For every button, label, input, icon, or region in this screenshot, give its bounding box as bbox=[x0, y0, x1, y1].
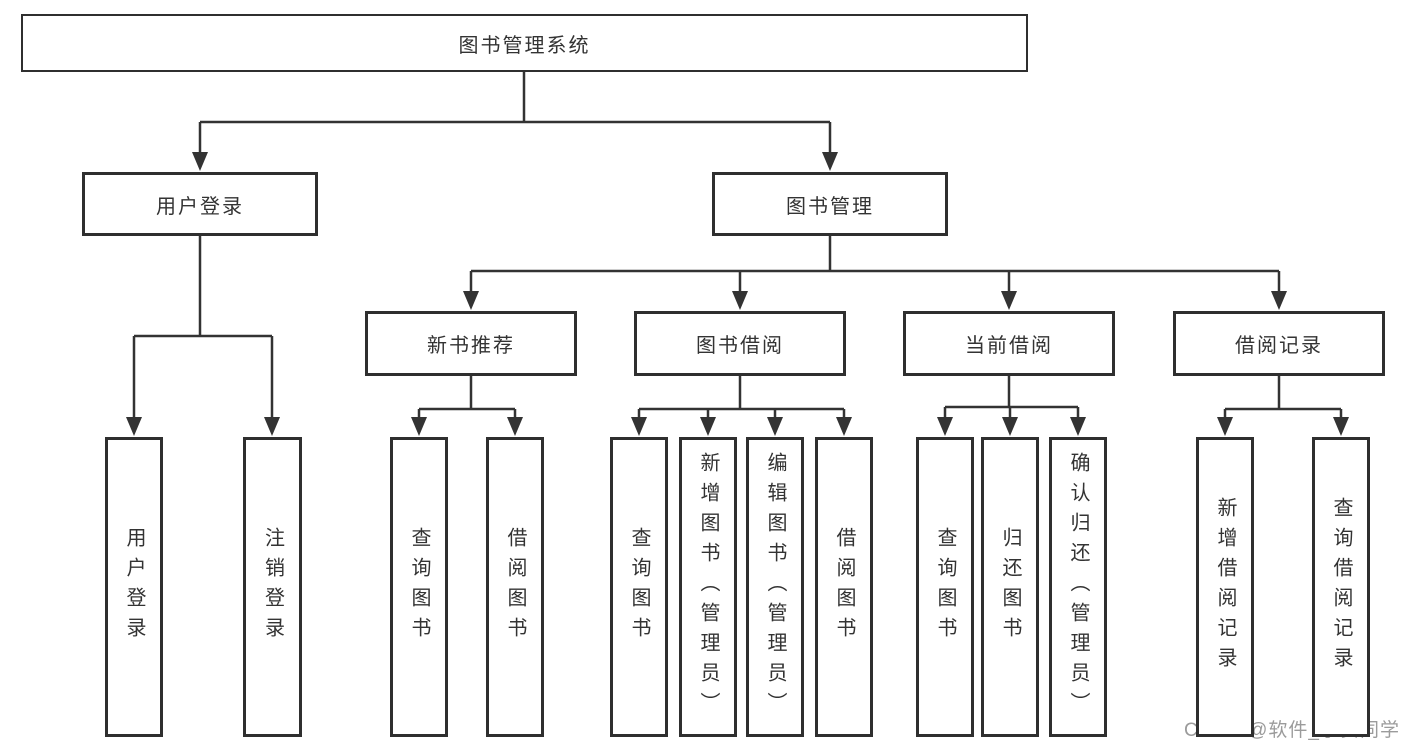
node-book-borrowing: 图书借阅 bbox=[634, 311, 846, 376]
leaf-return-books: 归还图书 bbox=[981, 437, 1039, 737]
leaf-query-books-current: 查询图书 bbox=[916, 437, 974, 737]
node-label: 查询图书 bbox=[628, 527, 650, 647]
node-label: 借阅图书 bbox=[504, 527, 526, 647]
node-user-login: 用户登录 bbox=[82, 172, 318, 236]
node-label: 图书管理 bbox=[786, 195, 874, 218]
node-label: 确认归还（管理员） bbox=[1067, 452, 1089, 722]
node-label: 新增图书（管理员） bbox=[697, 452, 719, 722]
leaf-add-borrow-record: 新增借阅记录 bbox=[1196, 437, 1254, 737]
leaf-add-books-admin: 新增图书（管理员） bbox=[679, 437, 737, 737]
leaf-logout: 注销登录 bbox=[243, 437, 302, 737]
node-label: 查询图书 bbox=[408, 527, 430, 647]
node-label: 查询借阅记录 bbox=[1330, 497, 1352, 677]
node-label: 注销登录 bbox=[261, 527, 284, 647]
node-library-management-system: 图书管理系统 bbox=[21, 14, 1028, 72]
leaf-borrow-books-recommend: 借阅图书 bbox=[486, 437, 544, 737]
leaf-query-books-recommend: 查询图书 bbox=[390, 437, 448, 737]
node-label: 用户登录 bbox=[156, 195, 244, 218]
node-label: 编辑图书（管理员） bbox=[764, 452, 786, 722]
leaf-borrow-books: 借阅图书 bbox=[815, 437, 873, 737]
node-label: 图书管理系统 bbox=[458, 34, 591, 57]
node-label: 借阅图书 bbox=[833, 527, 855, 647]
leaf-query-books-borrowing: 查询图书 bbox=[610, 437, 668, 737]
node-label: 归还图书 bbox=[999, 527, 1021, 647]
node-label: 查询图书 bbox=[934, 527, 956, 647]
node-borrowing-records: 借阅记录 bbox=[1173, 311, 1385, 376]
leaf-user-login: 用户登录 bbox=[105, 437, 163, 737]
node-new-book-recommend: 新书推荐 bbox=[365, 311, 577, 376]
leaf-confirm-return-admin: 确认归还（管理员） bbox=[1049, 437, 1107, 737]
node-book-management: 图书管理 bbox=[712, 172, 948, 236]
node-label: 新书推荐 bbox=[427, 335, 515, 357]
leaf-query-borrow-record: 查询借阅记录 bbox=[1312, 437, 1370, 737]
node-label: 新增借阅记录 bbox=[1214, 497, 1236, 677]
node-label: 图书借阅 bbox=[696, 335, 784, 357]
leaf-edit-books-admin: 编辑图书（管理员） bbox=[746, 437, 804, 737]
node-label: 用户登录 bbox=[123, 527, 145, 647]
node-label: 当前借阅 bbox=[965, 335, 1053, 357]
node-label: 借阅记录 bbox=[1235, 335, 1323, 357]
node-current-borrowing: 当前借阅 bbox=[903, 311, 1115, 376]
